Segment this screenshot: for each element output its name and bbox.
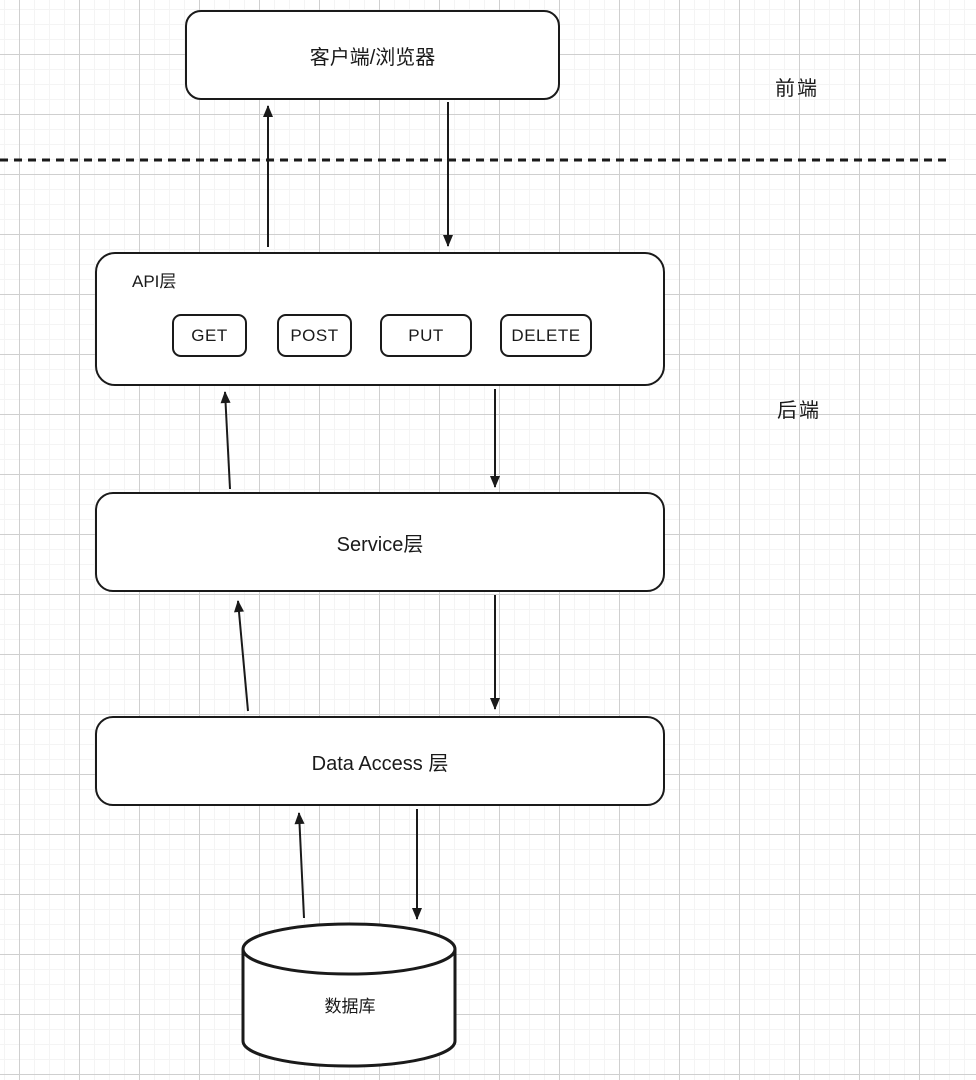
service-layer-label: Service层 bbox=[336, 533, 424, 556]
zone-label-backend: 后端 bbox=[777, 400, 821, 422]
node-data-access-layer[interactable]: Data Access 层 bbox=[95, 716, 665, 806]
node-client-browser[interactable]: 客户端/浏览器 bbox=[185, 10, 560, 100]
get-button[interactable]: GET bbox=[172, 314, 247, 357]
node-api-layer[interactable]: API层 GET POST PUT DELETE bbox=[95, 252, 665, 386]
arrow-service-to-api bbox=[220, 391, 231, 490]
database-cylinder-top bbox=[241, 922, 457, 976]
node-service-layer[interactable]: Service层 bbox=[95, 492, 665, 592]
client-browser-label: 客户端/浏览器 bbox=[309, 46, 436, 69]
delete-button[interactable]: DELETE bbox=[500, 314, 592, 357]
post-button[interactable]: POST bbox=[277, 314, 352, 357]
api-layer-label: API层 bbox=[132, 272, 177, 291]
zone-label-frontend: 前端 bbox=[775, 78, 819, 100]
arrow-database-to-dataaccess bbox=[294, 812, 305, 919]
database-label: 数据库 bbox=[324, 997, 376, 1016]
arrow-dataaccess-to-service bbox=[234, 600, 249, 712]
data-access-layer-label: Data Access 层 bbox=[311, 752, 449, 775]
put-button[interactable]: PUT bbox=[380, 314, 472, 357]
